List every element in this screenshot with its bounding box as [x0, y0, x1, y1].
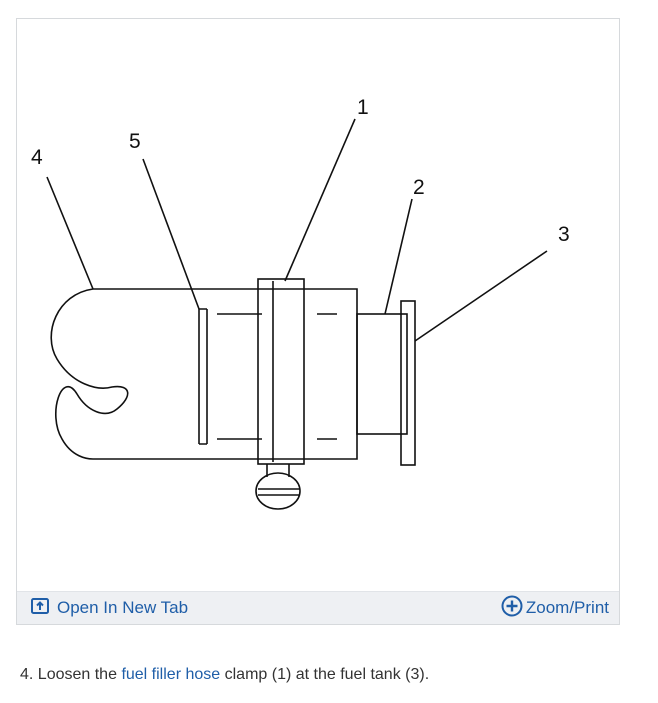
callout-3: 3	[558, 223, 570, 246]
callout-2: 2	[413, 176, 425, 199]
leader-2	[384, 198, 413, 315]
leader-5	[142, 158, 200, 310]
hose-mark	[198, 308, 208, 445]
step-number: 4.	[20, 666, 34, 683]
callout-5: 5	[129, 130, 141, 153]
hose-clamp-diagram: 1 2 3 4 5	[31, 96, 570, 510]
clamp-screw	[255, 472, 301, 510]
zoom-plus-icon	[501, 595, 523, 622]
open-in-new-tab-link[interactable]: Open In New Tab	[31, 592, 188, 624]
callout-1: 1	[357, 96, 369, 119]
step-text-before: Loosen the	[37, 666, 117, 683]
figure-toolbar: Open In New Tab Zoom/Print	[17, 591, 619, 624]
neck-dashes	[217, 313, 337, 440]
leader-3	[414, 250, 548, 342]
open-in-new-tab-label: Open In New Tab	[57, 598, 189, 617]
fuel-filler-hose-link[interactable]: fuel filler hose	[121, 666, 221, 683]
tank-neck	[356, 313, 408, 435]
zoom-print-link[interactable]: Zoom/Print	[501, 592, 609, 624]
leader-1	[284, 118, 356, 282]
tank-flange	[400, 300, 416, 466]
clamp-band	[257, 278, 305, 465]
step-text-after: clamp (1) at the fuel tank (3).	[224, 666, 430, 683]
hose-cut-end	[50, 288, 129, 460]
zoom-print-label: Zoom/Print	[525, 598, 609, 617]
callout-4: 4	[31, 146, 43, 169]
leader-4	[46, 176, 94, 290]
step-instruction: 4. Loosen the fuel filler hose clamp (1)…	[20, 666, 429, 684]
open-new-tab-icon	[31, 597, 49, 619]
figure-frame: 1 2 3 4 5 Open In New Tab Zoom/Print	[16, 18, 620, 625]
